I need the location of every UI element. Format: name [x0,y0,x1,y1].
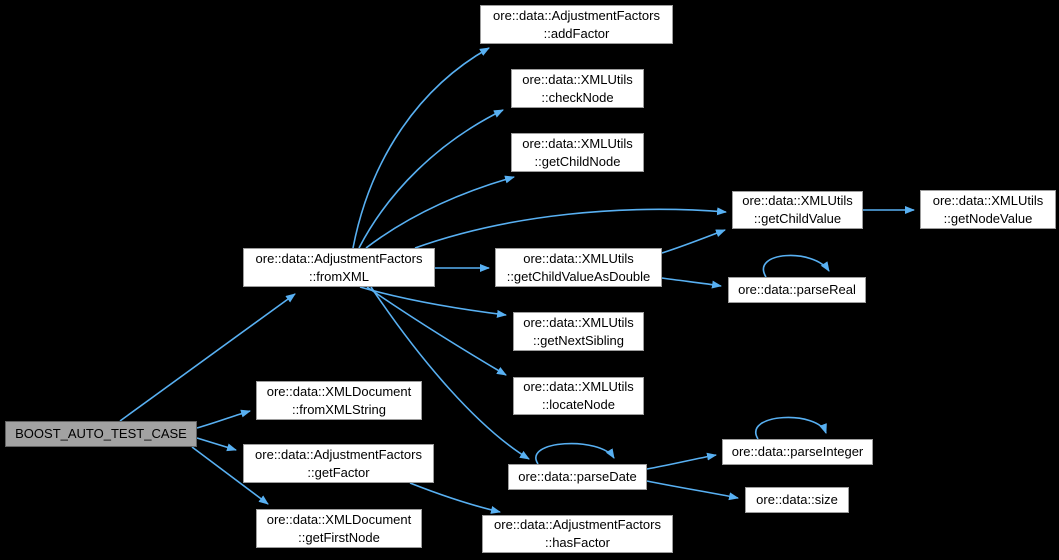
node-xmldocument-getfirstnode[interactable]: ore::data::XMLDocument ::getFirstNode [256,509,422,548]
node-adjustmentfactors-addfactor[interactable]: ore::data::AdjustmentFactors ::addFactor [480,5,673,44]
edge-boost-getFirstNode [191,446,269,505]
node-xmlutils-getnodevalue[interactable]: ore::data::XMLUtils ::getNodeValue [920,190,1056,229]
edge-boost-fromXML [119,293,296,422]
edge-boost-getFactor [196,437,237,452]
node-xmldocument-fromxmlstring[interactable]: ore::data::XMLDocument ::fromXMLString [256,381,422,420]
node-xmlutils-checknode[interactable]: ore::data::XMLUtils ::checkNode [511,69,644,108]
node-adjustmentfactors-getfactor[interactable]: ore::data::AdjustmentFactors ::getFactor [243,444,434,483]
edge-parseDate-self-loop [535,442,615,465]
edge-fromXML-addFactor [352,47,490,249]
edge-boost-fromXMLString [196,409,251,429]
node-xmlutils-locatenode[interactable]: ore::data::XMLUtils ::locateNode [513,377,644,415]
node-xmlutils-getnextsibling[interactable]: ore::data::XMLUtils ::getNextSibling [513,312,644,351]
edge-parseDate-parseInteger [646,452,717,470]
node-parsereal[interactable]: ore::data::parseReal [728,277,866,303]
node-xmlutils-getchildvalue[interactable]: ore::data::XMLUtils ::getChildValue [732,191,863,229]
edge-fromXML-checkNode [358,109,504,249]
edge-parseReal-self-loop [762,254,830,278]
node-xmlutils-getchildvalueasdouble[interactable]: ore::data::XMLUtils ::getChildValueAsDou… [495,248,662,287]
node-size[interactable]: ore::data::size [745,487,849,513]
edge-fromXML-locateNode [366,286,507,376]
node-boost-auto-test-case: BOOST_AUTO_TEST_CASE [5,421,197,447]
edge-fromXML-parseDate [370,286,530,460]
edge-fromXML-getNextSibling [359,286,507,318]
edge-fromXML-getChildValue [414,207,727,249]
node-parsedate[interactable]: ore::data::parseDate [508,464,647,490]
edge-parseInteger-self-loop [755,416,827,440]
edge-fromXML-getChildNode [365,175,515,249]
node-xmlutils-getchildnode[interactable]: ore::data::XMLUtils ::getChildNode [511,133,644,172]
edge-parseDate-size [646,480,739,501]
edge-getChildValueAsDouble-parseReal [661,277,722,289]
edge-getFactor-hasFactor [409,482,501,514]
node-adjustmentfactors-fromxml[interactable]: ore::data::AdjustmentFactors ::fromXML [243,248,435,287]
node-adjustmentfactors-hasfactor[interactable]: ore::data::AdjustmentFactors ::hasFactor [482,515,673,553]
node-parseinteger[interactable]: ore::data::parseInteger [722,439,873,465]
edge-getChildValueAsDouble-getChildValue [661,229,726,254]
